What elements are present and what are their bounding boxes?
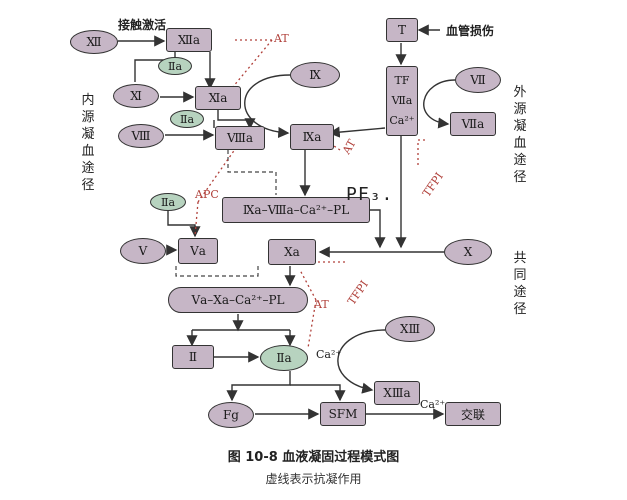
factor-5a: Ⅴa bbox=[178, 238, 218, 264]
factor-9-label: Ⅸ bbox=[309, 68, 321, 82]
dot-apc-5a bbox=[194, 201, 199, 237]
arrow-9-to-9a bbox=[244, 74, 291, 139]
thrombin-2a: Ⅱa bbox=[260, 345, 308, 371]
factor-10a: Ⅹa bbox=[268, 239, 316, 265]
thrombin-2a-top: Ⅱa bbox=[158, 57, 192, 75]
thrombin-2a-left-label: Ⅱa bbox=[160, 195, 176, 209]
prothrombin-2: Ⅱ bbox=[172, 345, 214, 369]
dash-5a-10a bbox=[175, 266, 259, 277]
factor-12: Ⅻ bbox=[70, 30, 118, 54]
crosslink: 交联 bbox=[445, 402, 501, 426]
line-11-up bbox=[134, 52, 176, 82]
factor-13-label: ⅩⅢ bbox=[399, 322, 421, 336]
factor-5: Ⅴ bbox=[120, 238, 166, 264]
factor-12a-label: Ⅻa bbox=[177, 33, 201, 47]
contact-activation-label: 接触激活 bbox=[118, 18, 167, 32]
vessel-injury-label: 血管损伤 bbox=[446, 24, 495, 38]
antithrombin-label-3: AT bbox=[314, 298, 329, 311]
factor-10-label: Ⅹ bbox=[463, 245, 473, 259]
factor-8a: Ⅷa bbox=[215, 126, 265, 150]
tissue-factor-t-label: T bbox=[397, 23, 406, 37]
dot-at-11a bbox=[231, 39, 273, 89]
arrow-tf-to-9a bbox=[328, 126, 386, 138]
factor-12a: Ⅻa bbox=[166, 28, 212, 52]
tf-7a-complex-label: TF Ⅶa Ca²⁺ bbox=[389, 74, 415, 127]
thrombin-2a-left: Ⅱa bbox=[150, 193, 186, 211]
factor-11a-label: Ⅺa bbox=[208, 91, 228, 105]
dot-at-10a bbox=[299, 269, 317, 301]
factor-10: Ⅹ bbox=[444, 239, 492, 265]
factor-7: Ⅶ bbox=[455, 67, 501, 93]
tenase-complex-label: Ⅸa–Ⅷa–Ca²⁺–PL bbox=[242, 203, 350, 217]
factor-11a: Ⅺa bbox=[195, 86, 241, 110]
thrombin-2a-label: Ⅱa bbox=[276, 351, 292, 365]
dot-at-2a bbox=[307, 299, 317, 349]
factor-9: Ⅸ bbox=[290, 62, 340, 88]
arrow-7-to-7a bbox=[423, 79, 456, 129]
arrow-to-sfm bbox=[290, 384, 346, 402]
prothrombin-2-label: Ⅱ bbox=[188, 350, 198, 364]
factor-12-label: Ⅻ bbox=[86, 35, 102, 49]
thrombin-2a-mid: Ⅱa bbox=[170, 110, 204, 128]
dash-8a-tenase bbox=[227, 150, 277, 195]
factor-13a-label: ⅩⅢa bbox=[383, 386, 411, 400]
prothrombinase-complex: Ⅴa–Ⅹa–Ca²⁺–PL bbox=[168, 287, 308, 313]
factor-11-label: Ⅺ bbox=[130, 89, 142, 103]
calcium-thrombin-label: Ca²⁺ bbox=[316, 348, 342, 361]
factor-11: Ⅺ bbox=[113, 84, 159, 108]
calcium-crosslink-label: Ca²⁺ bbox=[420, 398, 446, 411]
figure-subtitle: 虚线表示抗凝作用 bbox=[265, 472, 362, 486]
factor-9a: Ⅸa bbox=[290, 124, 334, 150]
antithrombin-label-1: AT bbox=[274, 32, 289, 45]
intrinsic-pathway-label: 内源凝血途径 bbox=[81, 93, 95, 193]
figure-title: 图 10-8 血液凝固过程模式图 bbox=[227, 450, 400, 465]
dot-tfpi-tf bbox=[417, 139, 425, 165]
factor-7a: Ⅶa bbox=[450, 112, 496, 136]
thrombin-2a-top-label: Ⅱa bbox=[167, 59, 183, 73]
arrow-to-fg bbox=[226, 371, 291, 402]
tf-7a-complex: TF Ⅶa Ca²⁺ bbox=[386, 66, 418, 136]
fibrinogen: Fg bbox=[208, 402, 254, 428]
soluble-fibrin-monomer: SFM bbox=[320, 402, 366, 426]
extrinsic-pathway-label: 外源凝血途径 bbox=[513, 85, 527, 185]
factor-10a-label: Ⅹa bbox=[284, 245, 300, 259]
common-pathway-label: 共同途径 bbox=[513, 251, 527, 317]
factor-9a-label: Ⅸa bbox=[302, 130, 322, 144]
prothrombinase-complex-label: Ⅴa–Ⅹa–Ca²⁺–PL bbox=[191, 293, 285, 307]
factor-8: Ⅷ bbox=[118, 124, 164, 148]
thrombin-2a-mid-label: Ⅱa bbox=[179, 112, 195, 126]
factor-13: ⅩⅢ bbox=[385, 316, 435, 342]
arrow-2a-to-5a bbox=[167, 210, 201, 238]
tissue-factor-t: T bbox=[386, 18, 418, 42]
factor-8a-label: Ⅷa bbox=[226, 131, 254, 145]
dot-apc-8a bbox=[197, 134, 246, 203]
sfm-label: SFM bbox=[328, 407, 358, 421]
arrow-13-to-13a bbox=[337, 329, 386, 394]
factor-13a: ⅩⅢa bbox=[374, 381, 420, 405]
factor-5a-label: Ⅴa bbox=[190, 244, 206, 258]
apc-label: APC bbox=[195, 188, 219, 201]
factor-5-label: Ⅴ bbox=[138, 244, 148, 258]
factor-7a-label: Ⅶa bbox=[461, 117, 485, 131]
pf3-handwritten-label: PF₃. bbox=[346, 184, 394, 205]
crosslink-label: 交联 bbox=[460, 407, 485, 422]
arrow-11a-down bbox=[217, 109, 256, 130]
factor-8-label: Ⅷ bbox=[131, 129, 151, 143]
fibrinogen-label: Fg bbox=[222, 408, 239, 422]
factor-7-label: Ⅶ bbox=[470, 73, 486, 87]
tenase-complex: Ⅸa–Ⅷa–Ca²⁺–PL bbox=[222, 197, 370, 223]
arrow-tenase-to-10a bbox=[370, 209, 386, 249]
